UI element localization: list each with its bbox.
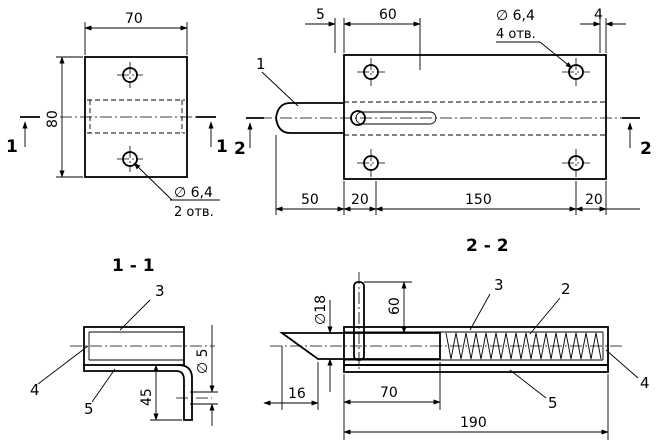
dim-20-left: 20 <box>351 192 369 208</box>
dim-150: 150 <box>465 192 492 208</box>
latch-hole-note: ∅ 6,4 <box>496 8 535 24</box>
section-1-bracket <box>83 364 193 421</box>
section-1-label-3: 3 <box>155 282 165 300</box>
dim-4: 4 <box>594 7 603 23</box>
plate-hole-note: ∅ 6,4 <box>174 185 213 201</box>
latch-view: 5 60 4 ∅ 6,4 4 отв. 1 2 2 50 20 150 <box>234 7 652 215</box>
latch-base-outline <box>343 54 607 180</box>
section-mark-2-left: 2 <box>234 139 246 159</box>
section-2-dim-16: 16 <box>288 386 306 402</box>
latch-hole-count: 4 отв. <box>496 27 536 42</box>
latch-slot <box>355 111 437 125</box>
section-1-dim-45: 45 <box>139 388 155 406</box>
section-2-diameter: ∅18 <box>313 295 329 325</box>
section-1-label-5: 5 <box>84 400 94 418</box>
plate-height-dim: 80 <box>45 110 61 128</box>
section-2-dim-190: 190 <box>460 415 487 431</box>
section-mark-1-right: 1 <box>216 137 228 157</box>
section-1-1-title: 1 - 1 <box>112 256 155 276</box>
section-2-dim-70: 70 <box>380 385 398 401</box>
section-2-bolt <box>279 332 441 360</box>
part-label-1: 1 <box>256 55 266 73</box>
section-mark-1-left: 1 <box>6 137 18 157</box>
plate-hole-count: 2 отв. <box>174 205 214 220</box>
section-1-tube <box>83 326 185 366</box>
section-1-label-4: 4 <box>30 381 40 399</box>
dim-20-right: 20 <box>585 192 603 208</box>
section-2-label-5: 5 <box>548 394 558 412</box>
section-1-diameter: ∅ 5 <box>195 348 211 374</box>
section-2-dim-60: 60 <box>387 297 403 315</box>
latch-handle-hole <box>350 110 366 126</box>
section-2-base <box>343 364 609 373</box>
section-mark-2-right: 2 <box>640 139 652 159</box>
plate-view: 70 80 ∅ 6,4 2 отв. 1 1 <box>6 11 228 220</box>
section-2-label-2: 2 <box>561 280 571 298</box>
section-1-1: 1 - 1 3 4 5 ∅ 5 45 <box>30 256 218 426</box>
section-2-2: 2 - 2 60 ∅18 16 70 190 3 <box>263 236 650 440</box>
section-2-2-title: 2 - 2 <box>466 236 509 256</box>
dim-5: 5 <box>316 7 325 23</box>
section-2-spring <box>445 332 602 360</box>
section-2-label-3: 3 <box>494 276 504 294</box>
dim-50: 50 <box>301 192 319 208</box>
latch-rod <box>275 102 344 134</box>
plate-width-dim: 70 <box>125 11 143 27</box>
dim-60: 60 <box>379 7 397 23</box>
section-2-label-4: 4 <box>640 374 650 392</box>
